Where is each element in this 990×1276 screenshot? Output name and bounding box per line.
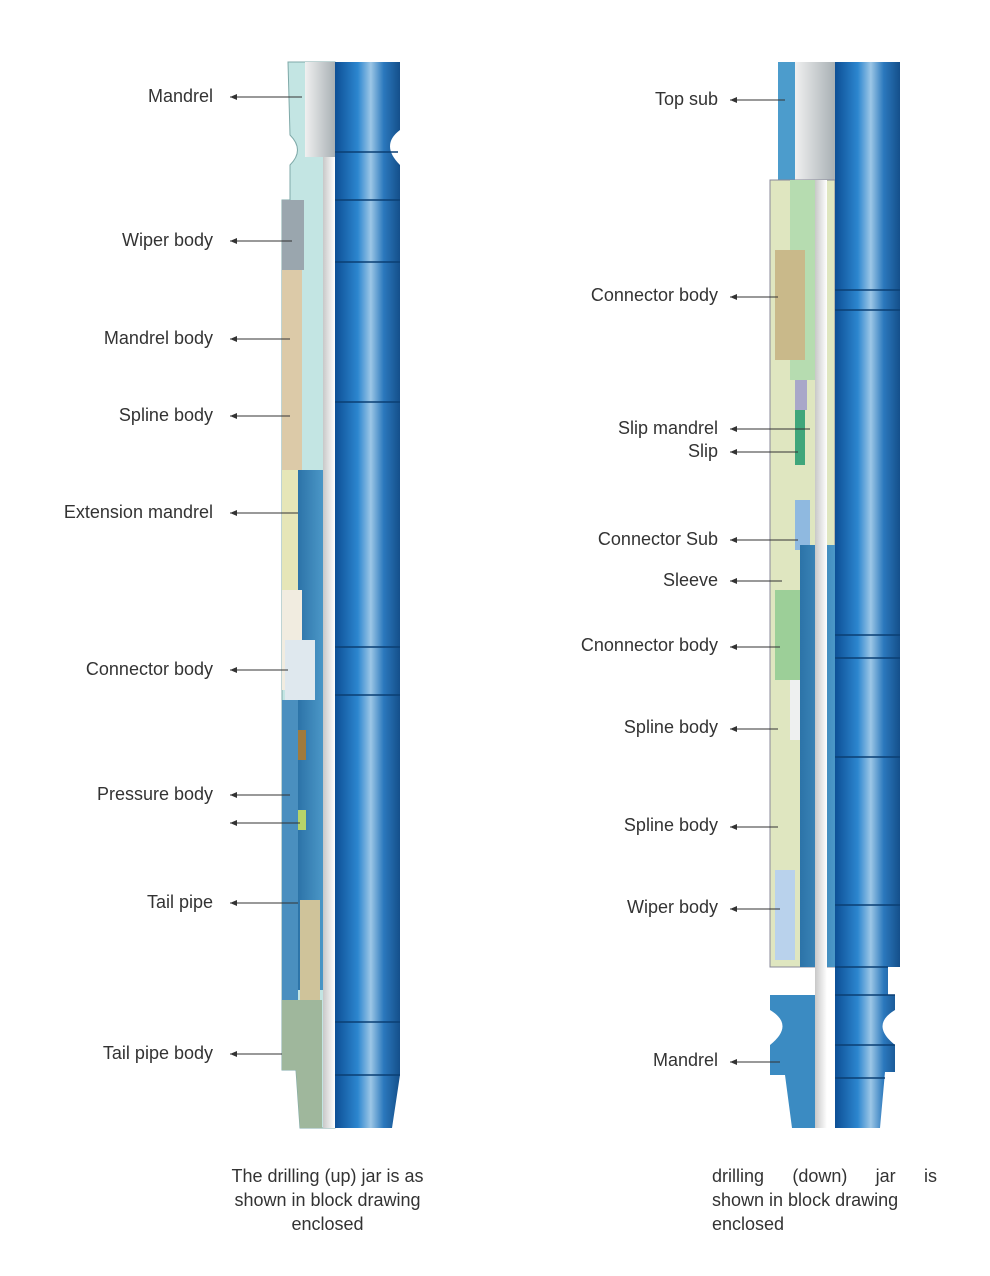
label-sleeve: Sleeve [662, 570, 718, 590]
caption-line: shown in block drawing [234, 1190, 421, 1210]
label-spline-body: Spline body [623, 717, 718, 737]
label-mandrel: Mandrel [147, 86, 213, 106]
label-spline-body: Spline body [118, 405, 213, 425]
label-tail-pipe-body: Tail pipe body [102, 1043, 213, 1063]
label-top-sub: Top sub [654, 89, 718, 109]
right-jar [769, 62, 900, 1128]
label-slip: Slip [687, 441, 718, 461]
caption-line: drilling (down) jar is [712, 1166, 937, 1186]
label-tail-pipe: Tail pipe [146, 892, 213, 912]
label-wiper-body: Wiper body [121, 230, 213, 250]
label-slip-mandrel: Slip mandrel [617, 418, 718, 438]
label-wiper-body: Wiper body [626, 897, 718, 917]
caption-right: drilling (down) jar is shown in block dr… [712, 1164, 937, 1236]
caption-line: shown in block drawing [712, 1190, 899, 1210]
caption-left: The drilling (up) jar is as shown in blo… [205, 1164, 450, 1236]
caption-line: enclosed [291, 1214, 364, 1234]
label-cnonnector-body: Cnonnector body [580, 635, 718, 655]
caption-line: The drilling (up) jar is as [231, 1166, 424, 1186]
left-jar [281, 61, 400, 1129]
label-mandrel: Mandrel [652, 1050, 718, 1070]
label-mandrel-body: Mandrel body [103, 328, 213, 348]
caption-line: enclosed [712, 1214, 785, 1234]
label-spline-body-2: Spline body [623, 815, 718, 835]
leader-arrows [230, 94, 810, 1065]
label-connector-body: Connector body [85, 659, 213, 679]
label-pressure-body: Pressure body [96, 784, 213, 804]
label-extension-mandrel: Extension mandrel [63, 502, 213, 522]
label-connector-body: Connector body [590, 285, 718, 305]
label-connector-sub: Connector Sub [597, 529, 718, 549]
